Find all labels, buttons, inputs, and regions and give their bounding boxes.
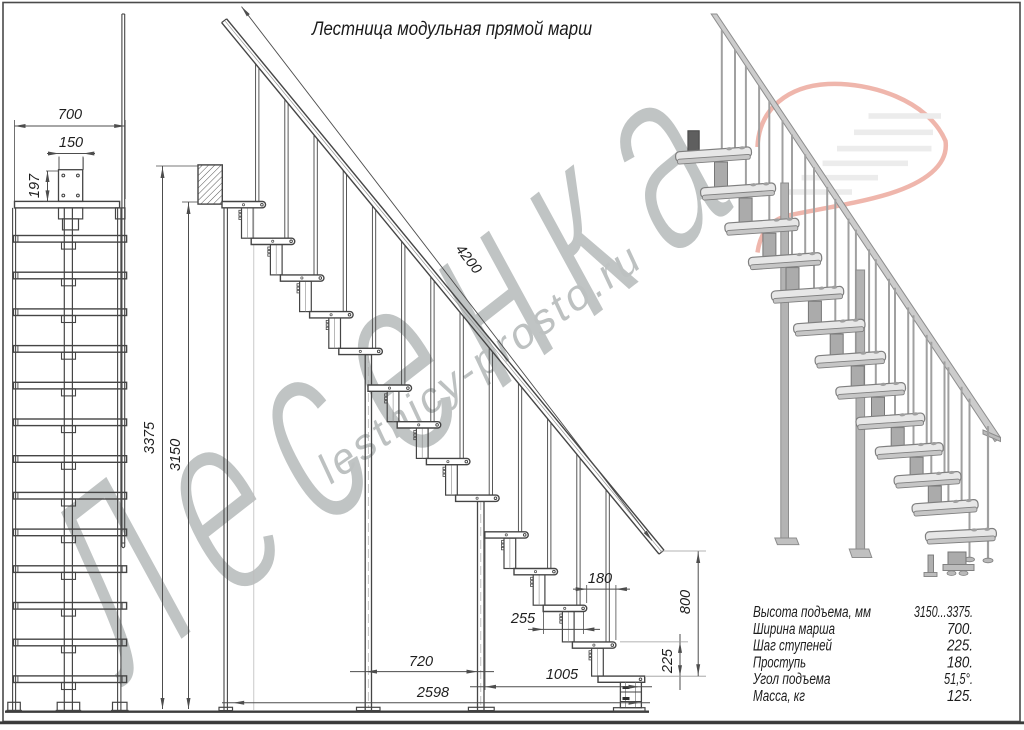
svg-text:700: 700 — [58, 107, 82, 123]
svg-text:Шаг ступеней: Шаг ступеней — [753, 638, 832, 655]
svg-text:Ширина марша: Ширина марша — [753, 621, 835, 638]
svg-text:125.: 125. — [947, 688, 973, 705]
svg-text:1005: 1005 — [546, 667, 579, 683]
svg-text:197: 197 — [27, 173, 43, 198]
svg-text:2598: 2598 — [416, 685, 449, 701]
svg-text:3150: 3150 — [168, 439, 184, 471]
svg-text:Проступь: Проступь — [753, 654, 806, 671]
svg-text:Лестница модульная прямой марш: Лестница модульная прямой марш — [310, 18, 592, 40]
svg-text:Масса, кг: Масса, кг — [753, 688, 805, 705]
svg-text:51,5°.: 51,5°. — [944, 671, 973, 688]
svg-text:720: 720 — [409, 654, 433, 670]
svg-text:Угол подъема: Угол подъема — [752, 671, 831, 688]
svg-text:150: 150 — [59, 135, 83, 151]
svg-text:255: 255 — [510, 611, 536, 627]
svg-text:Высота подъема, мм: Высота подъема, мм — [753, 604, 871, 621]
svg-text:800: 800 — [678, 590, 694, 614]
svg-text:225.: 225. — [946, 638, 973, 655]
svg-text:180: 180 — [588, 571, 612, 587]
svg-text:180.: 180. — [947, 654, 973, 671]
svg-text:3150...3375.: 3150...3375. — [914, 604, 973, 621]
svg-text:3375: 3375 — [142, 421, 158, 454]
svg-text:225: 225 — [660, 648, 676, 674]
svg-text:700.: 700. — [947, 621, 973, 638]
